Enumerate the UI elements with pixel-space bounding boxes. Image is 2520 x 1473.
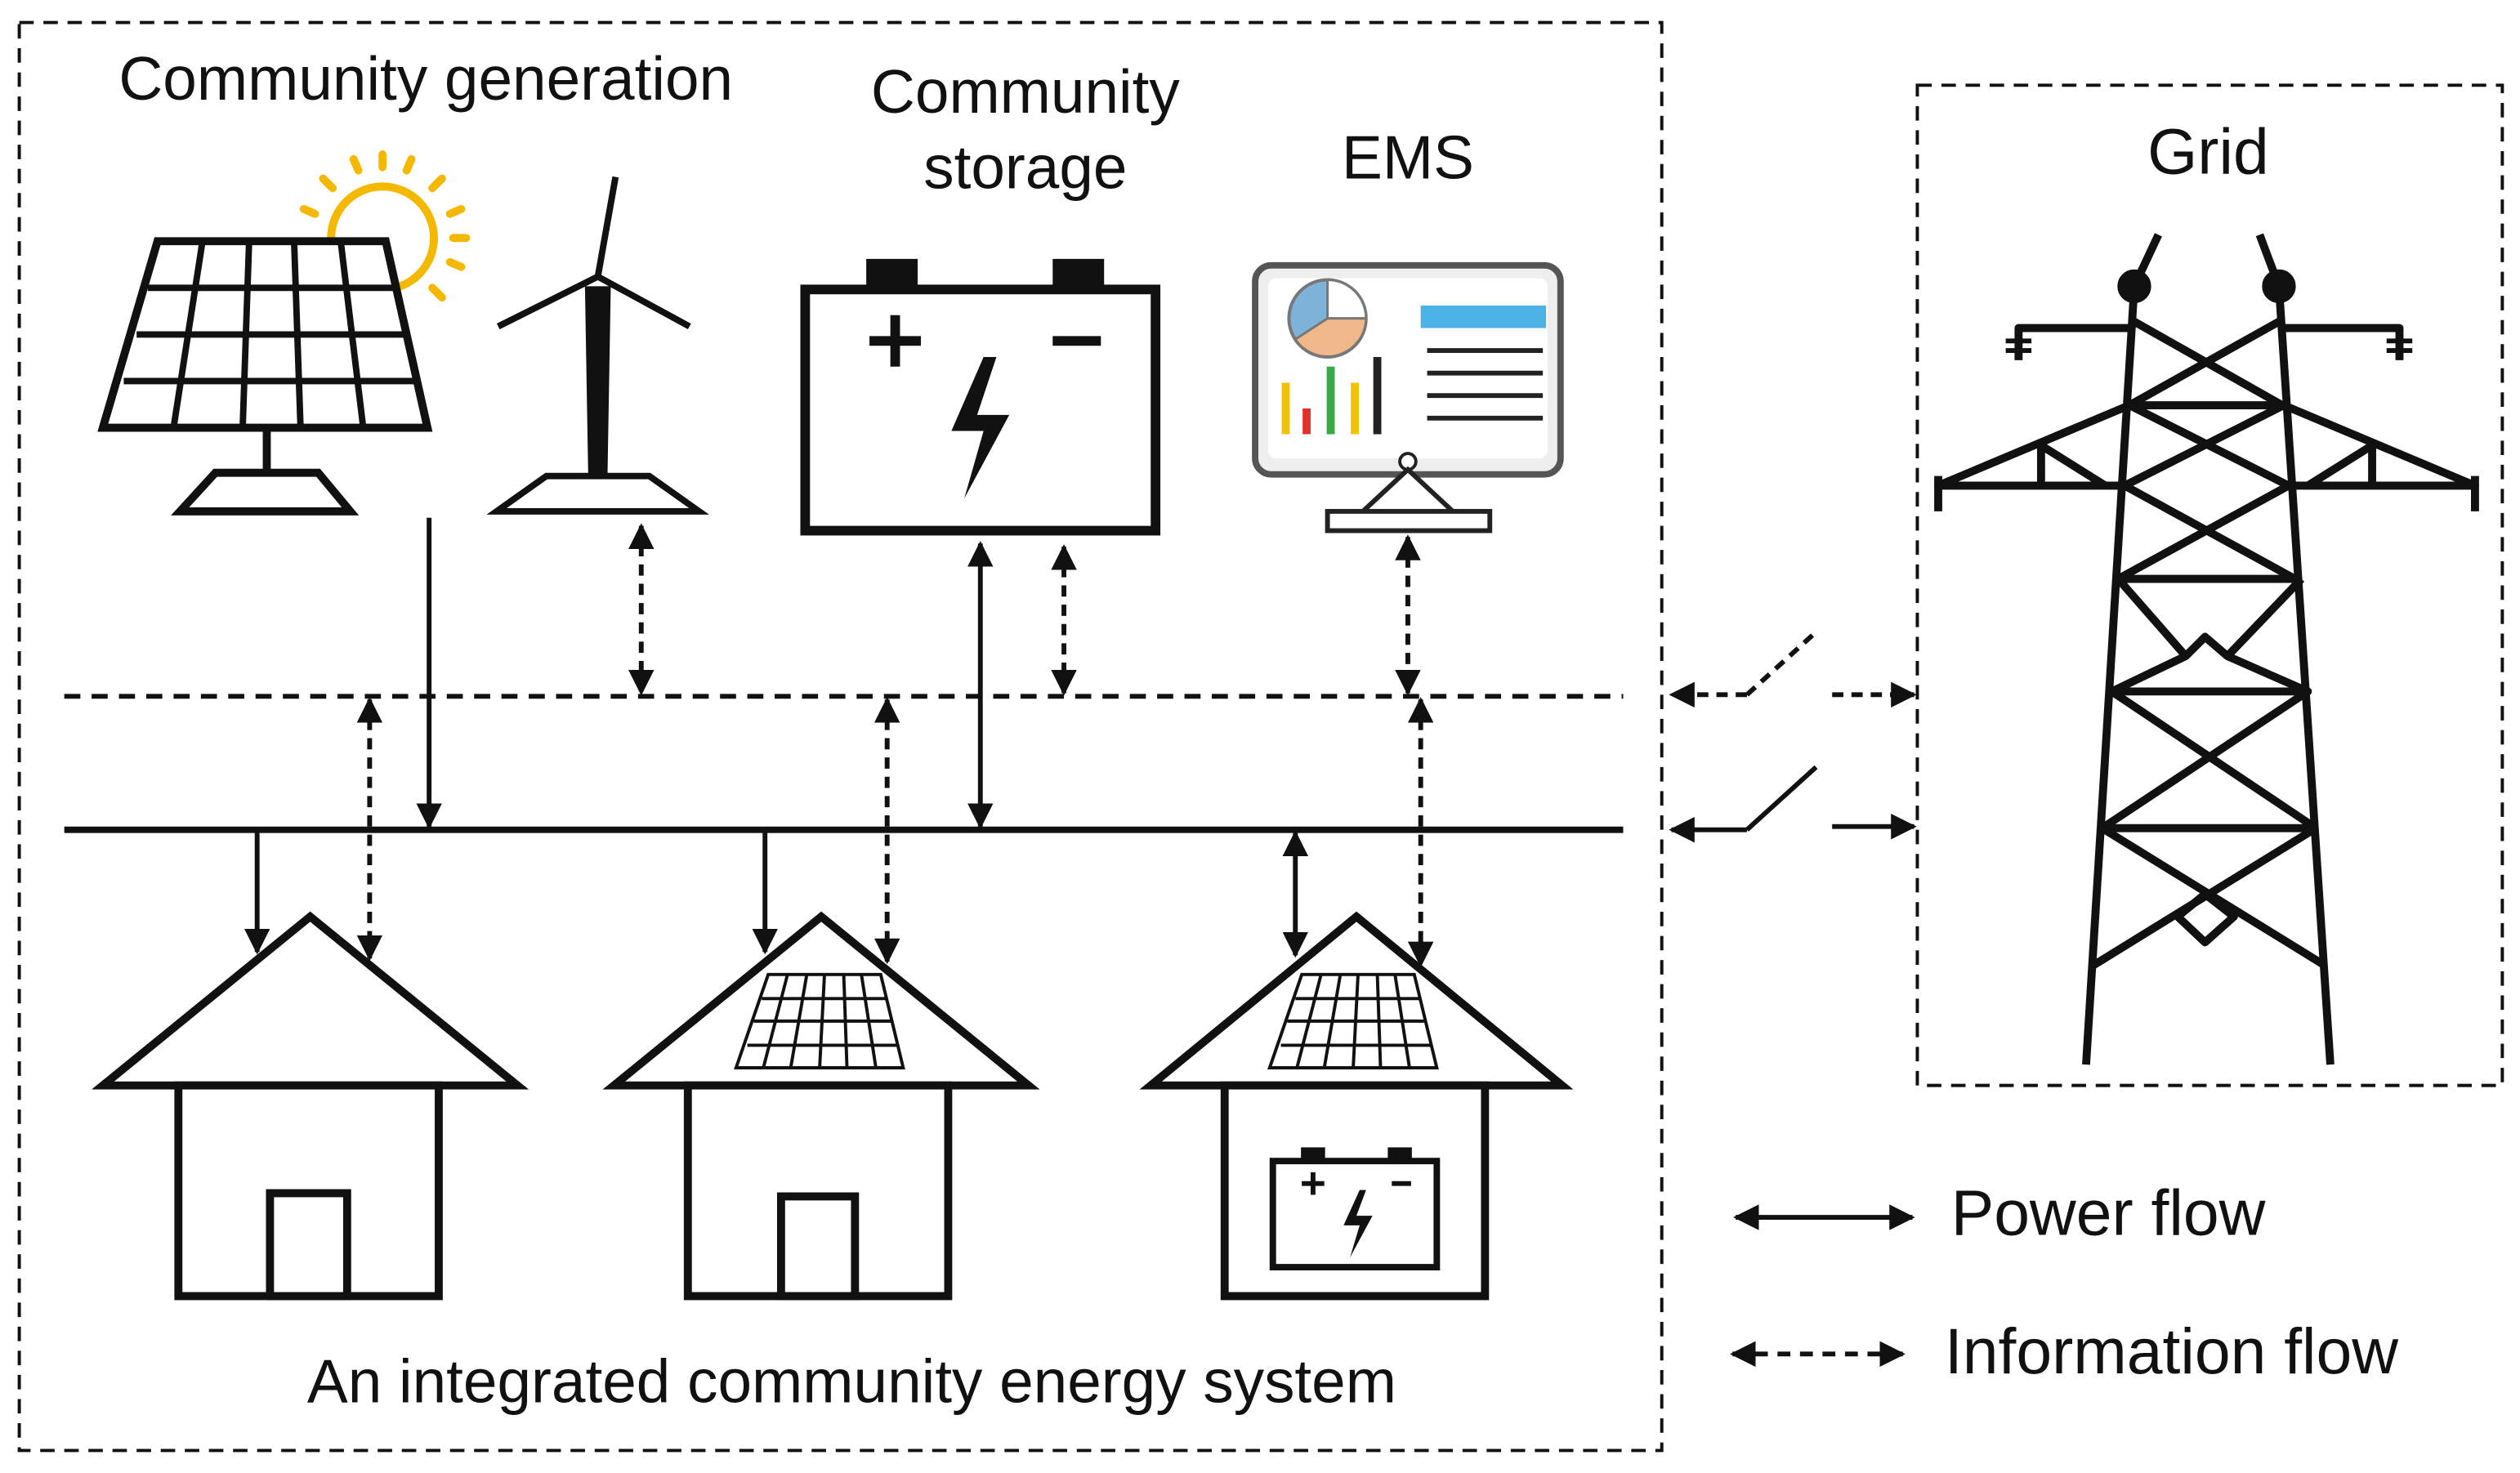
solar-panel-icon xyxy=(97,237,433,516)
community-generation-label: Community generation xyxy=(118,44,733,113)
community-system-boundary xyxy=(17,20,1664,1453)
sun-icon xyxy=(299,150,471,302)
power-switch-icon xyxy=(1669,765,1917,843)
house-with-pv-icon xyxy=(602,911,1040,1301)
grid-label: Grid xyxy=(2147,116,2269,188)
system-caption: An integrated community energy system xyxy=(307,1346,1396,1415)
community-storage-label-line1: Community xyxy=(871,57,1180,126)
home-battery-icon xyxy=(1269,1147,1441,1270)
house-with-pv-battery-icon xyxy=(1139,911,1574,1301)
legend-information-flow-label: Information flow xyxy=(1945,1315,2399,1387)
community-storage-label-line2: storage xyxy=(923,132,1127,201)
info-switch-icon xyxy=(1669,630,1917,708)
ems-label: EMS xyxy=(1342,123,1474,191)
battery-icon xyxy=(800,258,1161,536)
transmission-tower-icon xyxy=(1934,233,2479,1065)
legend: Power flow Information flow xyxy=(1730,1177,2399,1387)
wind-turbine-icon xyxy=(486,176,709,515)
legend-power-flow-label: Power flow xyxy=(1951,1177,2267,1249)
ems-monitor-icon xyxy=(1252,261,1564,533)
house-icon xyxy=(92,911,529,1301)
